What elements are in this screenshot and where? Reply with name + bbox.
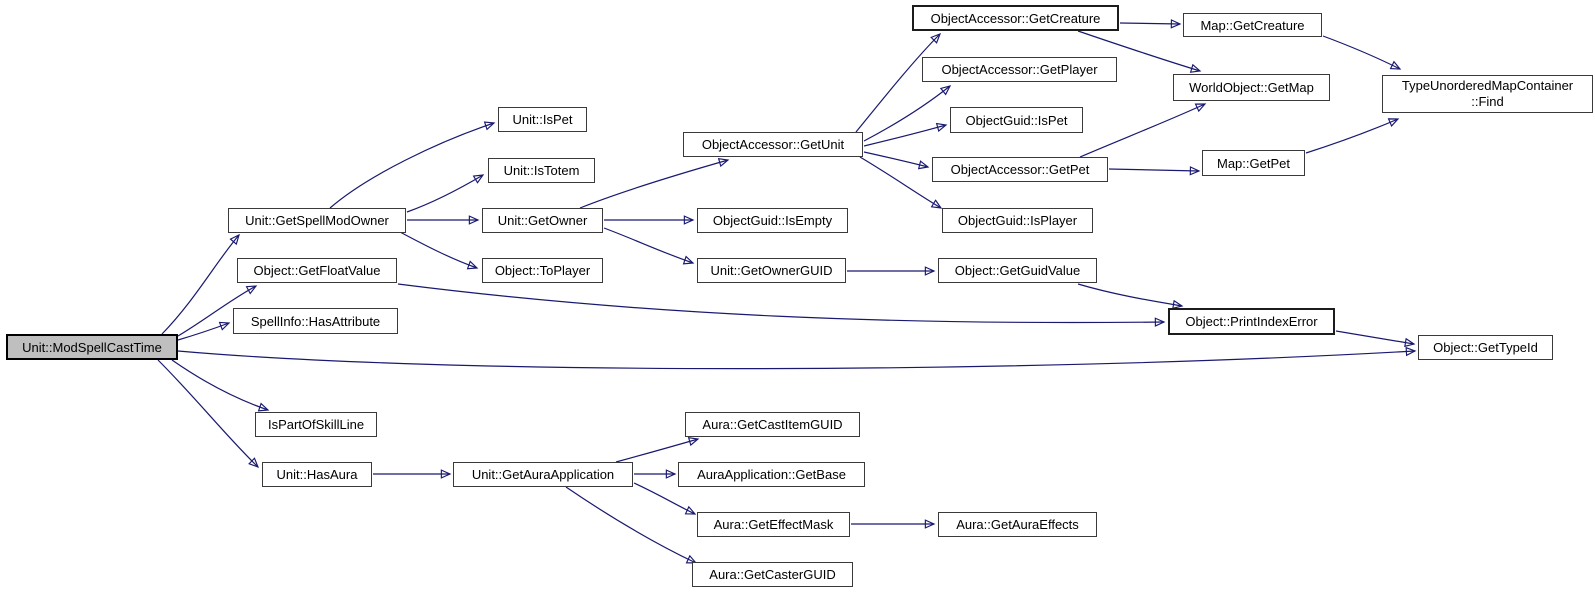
node-unit-getauraapplication[interactable]: Unit::GetAuraApplication <box>453 462 633 487</box>
node-ispartofskillline[interactable]: IsPartOfSkillLine <box>255 412 377 437</box>
edge-gfv-to-pie <box>397 283 1166 327</box>
node-spellinfo-hasattribute[interactable]: SpellInfo::HasAttribute <box>233 308 398 334</box>
node-aura-getcastitemguid[interactable]: Aura::GetCastItemGUID <box>685 412 860 437</box>
edge-gsmo-to-uistotem <box>406 174 485 213</box>
node-objectguid-isempty[interactable]: ObjectGuid::IsEmpty <box>697 208 848 233</box>
edge-mapgpet-to-find <box>1305 118 1400 154</box>
edge-root-to-gtid <box>177 346 1417 370</box>
edge-gaa-to-gcg <box>565 486 698 564</box>
edge-pie-to-gtid <box>1335 330 1416 348</box>
edge-root-to-gsmo <box>161 233 240 335</box>
node-objectaccessor-getunit[interactable]: ObjectAccessor::GetUnit <box>683 132 863 157</box>
edge-gaa-to-gem <box>633 482 697 515</box>
edge-oagpet-to-wogm <box>1079 103 1207 158</box>
node-objectaccessor-getcreature[interactable]: ObjectAccessor::GetCreature <box>912 5 1119 31</box>
edge-root-to-ipsl <box>171 359 270 412</box>
node-aura-getcasterguid[interactable]: Aura::GetCasterGUID <box>692 562 853 587</box>
edge-gaa-to-gcig <box>615 437 700 463</box>
node-unit-getownerguid[interactable]: Unit::GetOwnerGUID <box>697 258 846 283</box>
edge-root-to-gfv <box>177 285 258 337</box>
node-aura-geteffectmask[interactable]: Aura::GetEffectMask <box>697 512 850 537</box>
node-objectguid-ispet[interactable]: ObjectGuid::IsPet <box>950 107 1083 133</box>
node-unit-hasaura[interactable]: Unit::HasAura <box>262 462 372 487</box>
edge-gcre-to-mapgcre <box>1119 19 1182 29</box>
node-objectaccessor-getplayer[interactable]: ObjectAccessor::GetPlayer <box>922 57 1117 82</box>
edge-gowner-to-gog <box>603 227 695 265</box>
node-label-line2: ::Find <box>1471 94 1504 109</box>
edge-gunit-to-gplayer <box>863 85 952 142</box>
node-objectguid-isplayer[interactable]: ObjectGuid::IsPlayer <box>942 208 1093 233</box>
edge-oagpet-to-mapgpet <box>1108 166 1201 176</box>
edge-ggv-to-pie <box>1077 283 1184 310</box>
node-worldobject-getmap[interactable]: WorldObject::GetMap <box>1173 74 1330 101</box>
node-label-line1: TypeUnorderedMapContainer <box>1401 77 1574 93</box>
node-map-getpet[interactable]: Map::GetPet <box>1202 150 1305 176</box>
node-aura-getauraeffects[interactable]: Aura::GetAuraEffects <box>938 512 1097 537</box>
node-unit-istotem[interactable]: Unit::IsTotem <box>488 158 595 183</box>
edge-mapgcre-to-find <box>1322 35 1402 70</box>
node-unit-getspellmodowner[interactable]: Unit::GetSpellModOwner <box>228 208 406 233</box>
edge-gunit-to-oagpet <box>863 151 930 170</box>
edge-root-to-haura <box>157 359 260 468</box>
node-unit-modspellcasttime: Unit::ModSpellCastTime <box>6 334 178 360</box>
edge-gsmo-to-uispet <box>329 121 496 209</box>
node-auraapplication-getbase[interactable]: AuraApplication::GetBase <box>678 462 865 487</box>
node-object-getguidvalue[interactable]: Object::GetGuidValue <box>938 258 1097 283</box>
node-unit-getowner[interactable]: Unit::GetOwner <box>482 208 603 233</box>
edge-gunit-to-ogispet <box>863 122 948 147</box>
node-object-getfloatvalue[interactable]: Object::GetFloatValue <box>237 258 397 283</box>
node-unit-ispet[interactable]: Unit::IsPet <box>498 107 587 132</box>
edge-gunit-to-isplayer <box>859 156 943 209</box>
edge-gsmo-to-toplayer <box>399 231 479 270</box>
node-map-getcreature[interactable]: Map::GetCreature <box>1183 13 1322 37</box>
edge-gowner-to-gunit <box>579 157 730 209</box>
edge-gunit-to-gcre <box>855 32 942 133</box>
node-object-gettypeid[interactable]: Object::GetTypeId <box>1418 335 1553 360</box>
node-typeunorderedmapcontainer-find[interactable]: TypeUnorderedMapContainer ::Find <box>1382 75 1593 113</box>
node-object-printindexerror[interactable]: Object::PrintIndexError <box>1168 308 1335 335</box>
node-object-toplayer[interactable]: Object::ToPlayer <box>482 258 603 283</box>
edge-gcre-to-wogm <box>1077 30 1202 73</box>
node-objectaccessor-getpet[interactable]: ObjectAccessor::GetPet <box>932 157 1108 182</box>
edge-root-to-hattr <box>177 321 231 341</box>
